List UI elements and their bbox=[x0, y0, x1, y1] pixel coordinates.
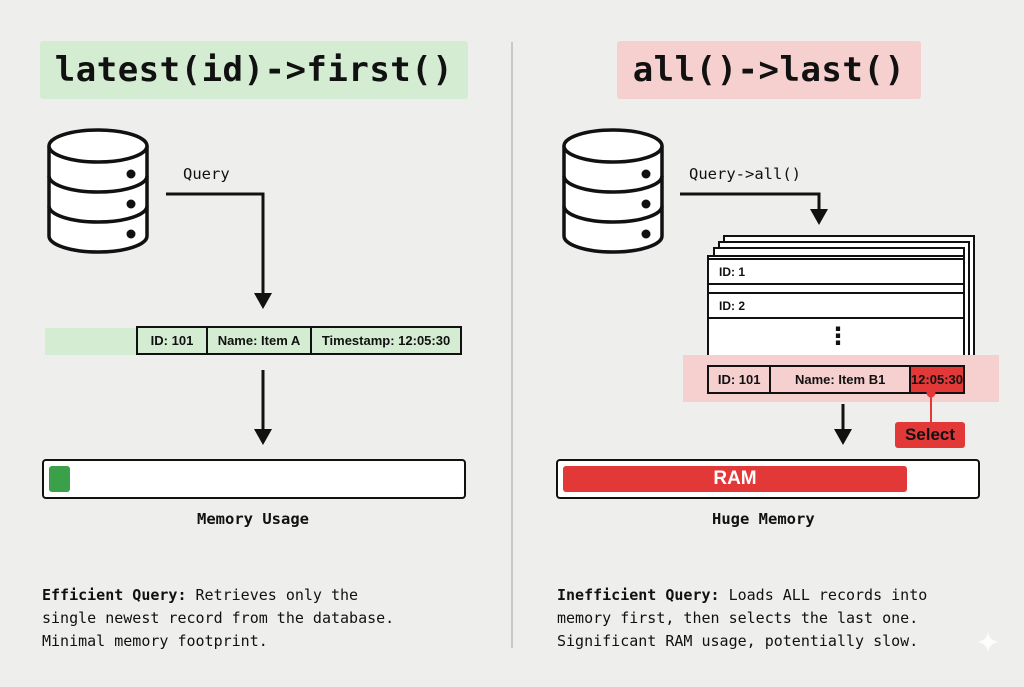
table-row: ID: 101 Name: Item B1 12:05:30 bbox=[707, 365, 965, 394]
list-item: ID: 1 bbox=[707, 258, 965, 285]
select-badge: Select bbox=[895, 422, 965, 448]
table-row: ID: 101 Name: Item A Timestamp: 12:05:30 bbox=[136, 326, 462, 355]
efficient-description: Efficient Query: Retrieves only the sing… bbox=[42, 584, 502, 653]
huge-memory-label: Huge Memory bbox=[712, 510, 815, 528]
query-flow-arrow bbox=[166, 192, 272, 445]
record-timestamp-cell: 12:05:30 bbox=[910, 367, 963, 392]
inefficient-title: all()->last() bbox=[617, 41, 921, 99]
efficient-title: latest(id)->first() bbox=[40, 41, 468, 99]
record-timestamp-cell: Timestamp: 12:05:30 bbox=[321, 333, 451, 348]
sparkle-icon bbox=[977, 631, 999, 653]
desc-line: Loads ALL records into bbox=[719, 586, 928, 604]
record-id-cell: ID: 101 bbox=[138, 328, 208, 353]
query-label: Query bbox=[183, 165, 230, 183]
database-icon bbox=[47, 128, 149, 254]
inefficient-description: Inefficient Query: Loads ALL records int… bbox=[557, 584, 1017, 653]
record-name-cell: Name: Item B1 bbox=[771, 367, 911, 392]
select-pointer bbox=[926, 388, 936, 422]
ram-bar: RAM bbox=[556, 459, 980, 499]
ram-fill: RAM bbox=[563, 466, 907, 492]
ellipsis-icon: ⋮ bbox=[826, 322, 850, 350]
desc-line: Minimal memory footprint. bbox=[42, 632, 268, 650]
panel-divider bbox=[511, 42, 513, 648]
desc-line: Retrieves only the bbox=[186, 586, 359, 604]
desc-bold: Inefficient Query: bbox=[557, 586, 720, 604]
desc-line: single newest record from the database. bbox=[42, 609, 395, 627]
memory-usage-label: Memory Usage bbox=[197, 510, 309, 528]
query-all-flow-arrow bbox=[680, 192, 852, 445]
record-name-cell: Name: Item A bbox=[208, 328, 312, 353]
desc-line: Significant RAM usage, potentially slow. bbox=[557, 632, 919, 650]
query-all-label: Query->all() bbox=[689, 165, 801, 183]
memory-usage-fill bbox=[49, 466, 70, 492]
desc-line: memory first, then selects the last one. bbox=[557, 609, 919, 627]
record-id-cell: ID: 101 bbox=[709, 367, 772, 392]
database-icon bbox=[562, 128, 664, 254]
list-item: ID: 2 bbox=[707, 292, 965, 319]
desc-bold: Efficient Query: bbox=[42, 586, 187, 604]
ram-label: RAM bbox=[713, 468, 757, 489]
memory-usage-bar bbox=[42, 459, 466, 499]
